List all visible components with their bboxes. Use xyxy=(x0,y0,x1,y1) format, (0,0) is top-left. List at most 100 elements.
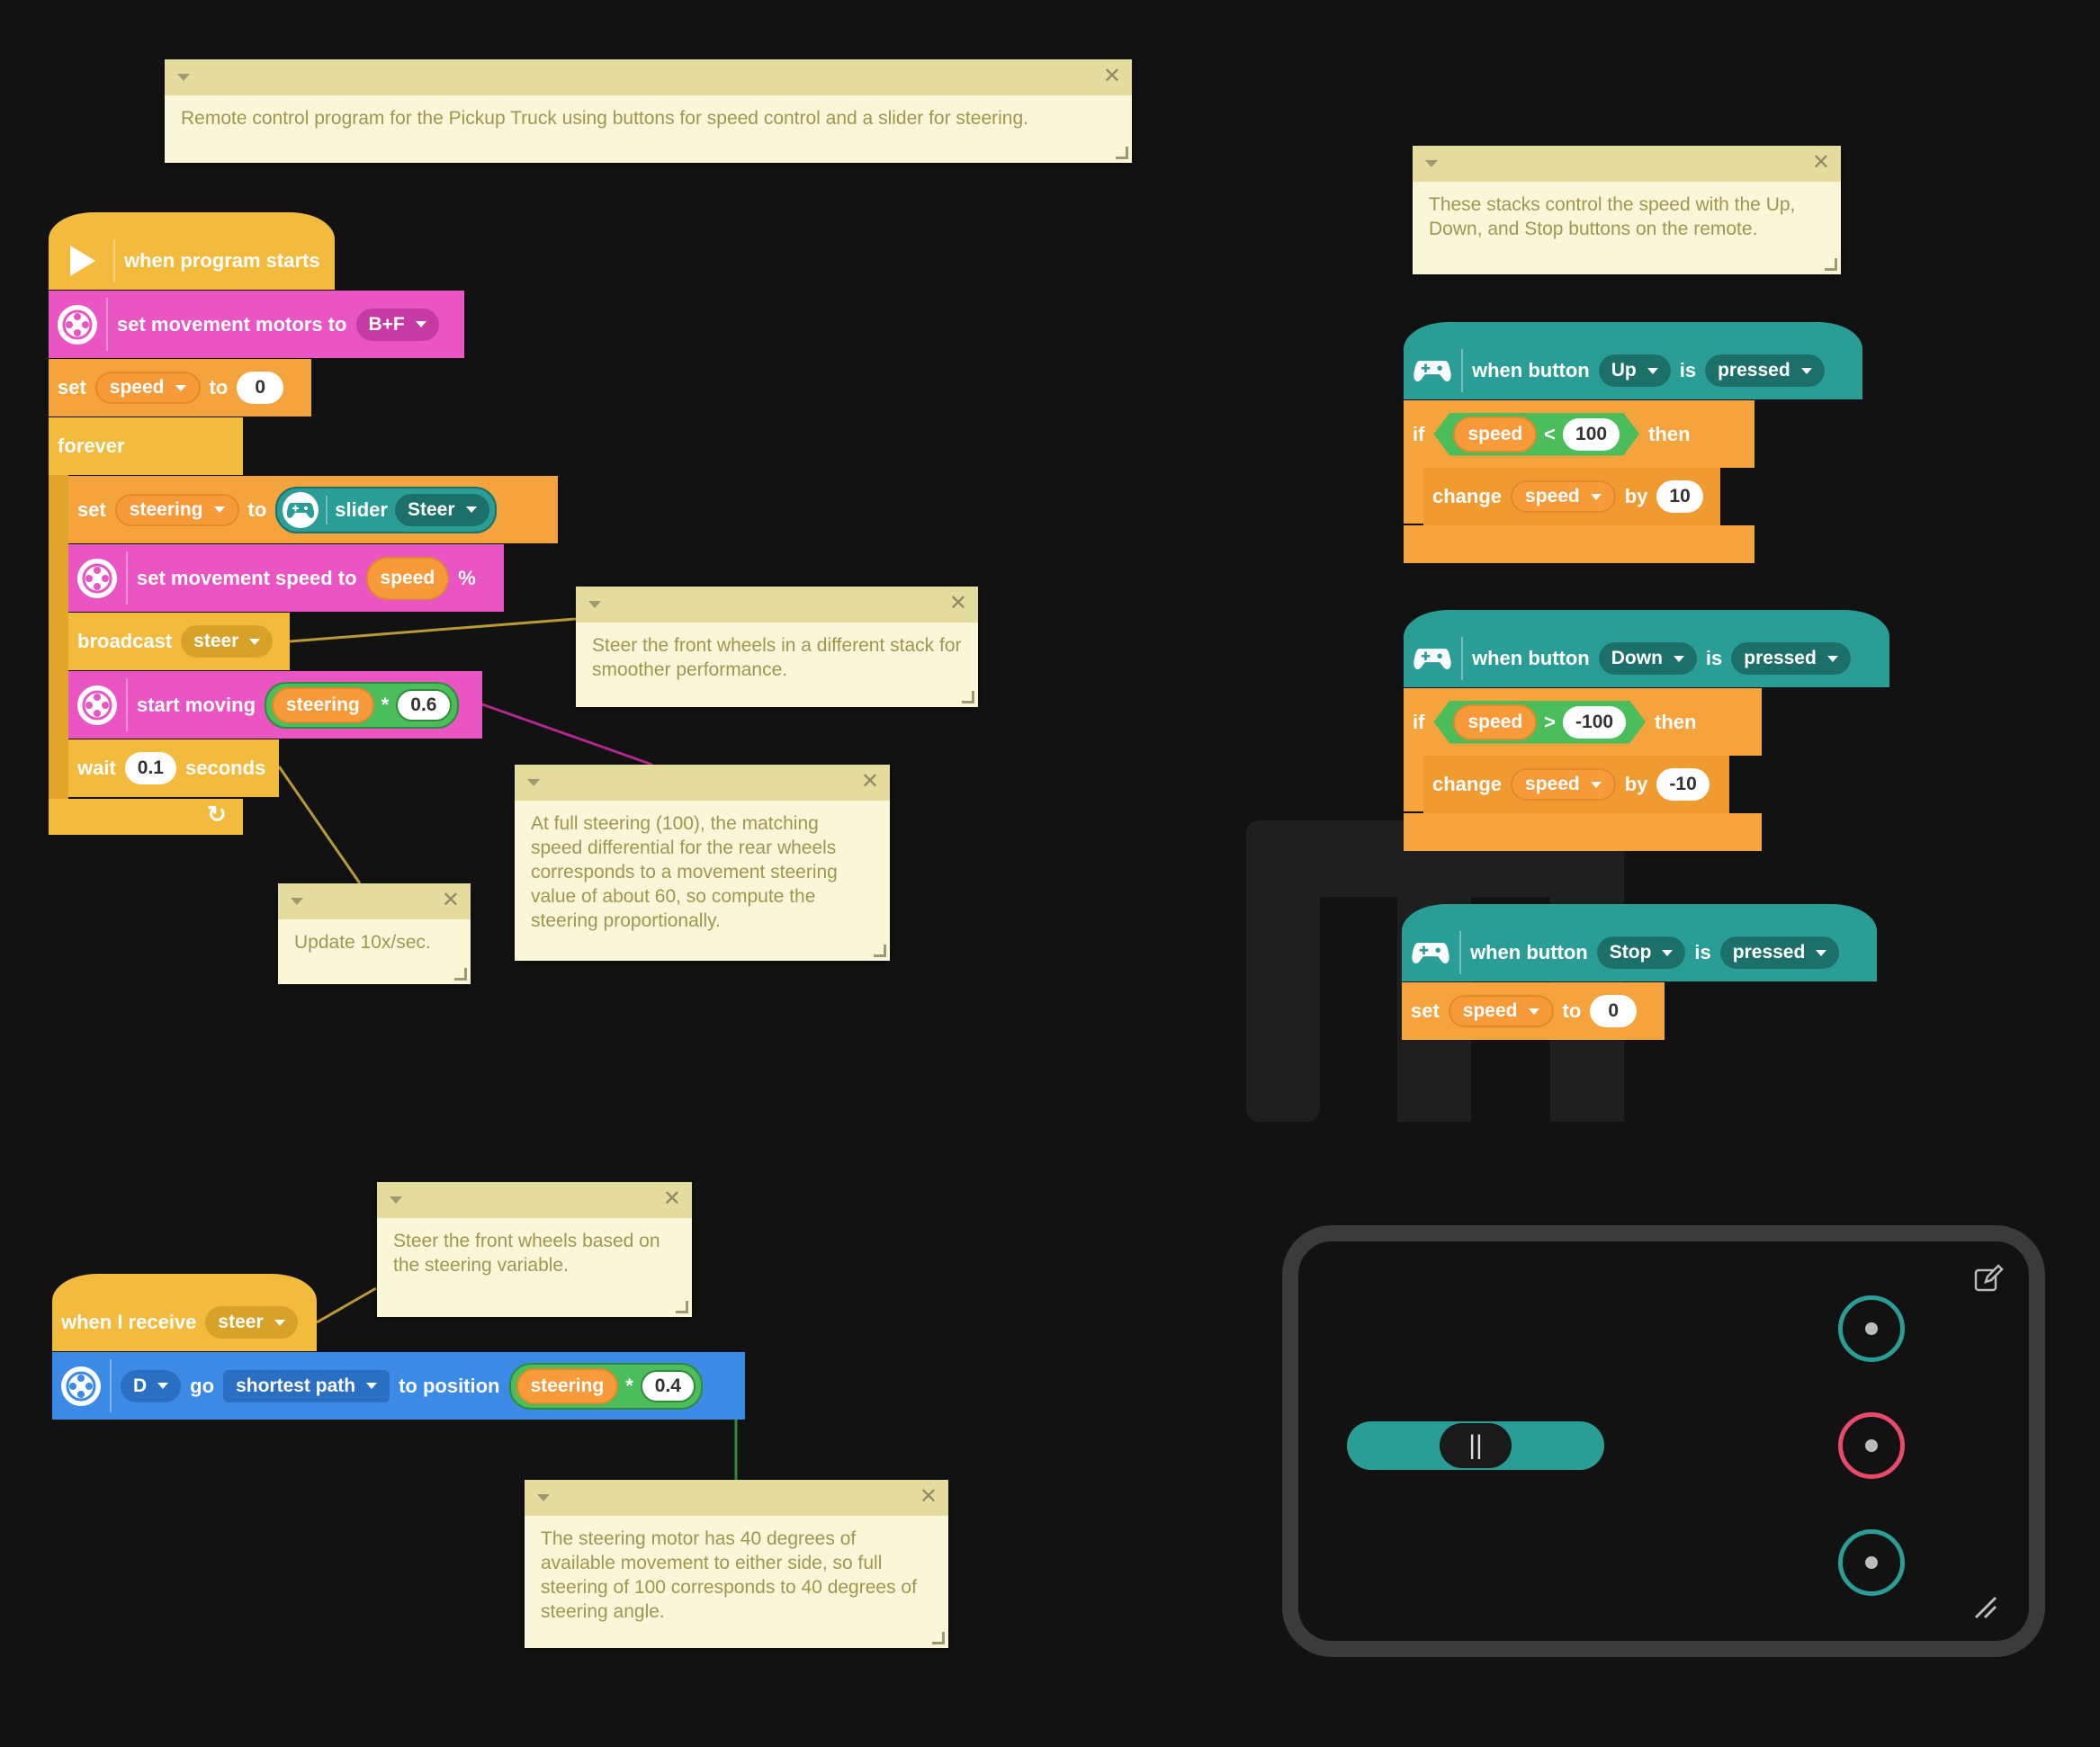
comment-speed-stacks[interactable]: ✕ These stacks control the speed with th… xyxy=(1413,146,1841,274)
multiply-operator[interactable]: steering * 0.6 xyxy=(265,681,459,729)
resize-icon[interactable] xyxy=(454,968,467,981)
resize-icon[interactable] xyxy=(874,945,886,957)
close-icon[interactable]: ✕ xyxy=(860,769,879,793)
collapse-icon[interactable] xyxy=(291,898,303,905)
resize-icon[interactable] xyxy=(1825,258,1837,271)
button-dropdown[interactable]: Up xyxy=(1598,354,1671,387)
when-button-up-block[interactable]: when button Up is pressed xyxy=(1404,322,1862,399)
resize-handle-icon[interactable] xyxy=(1972,1594,1999,1621)
when-button-stop-block[interactable]: when button Stop is pressed xyxy=(1402,904,1877,981)
resize-icon[interactable] xyxy=(1116,147,1128,159)
comment-header[interactable]: ✕ xyxy=(576,587,978,623)
button-dropdown[interactable]: Down xyxy=(1598,642,1697,675)
set-speed-block[interactable]: set speed to 0 xyxy=(49,359,311,417)
forever-block[interactable] xyxy=(49,417,243,475)
set-speed-block[interactable]: set speed to 0 xyxy=(1402,982,1665,1040)
state-dropdown[interactable]: pressed xyxy=(1731,642,1851,675)
comment-header[interactable]: ✕ xyxy=(1413,146,1841,182)
less-than-operator[interactable]: speed < 100 xyxy=(1433,413,1639,456)
delta-input[interactable]: 10 xyxy=(1656,480,1703,513)
state-dropdown[interactable]: pressed xyxy=(1719,936,1840,969)
collapse-icon[interactable] xyxy=(177,74,190,81)
when-i-receive-block[interactable]: when I receive steer xyxy=(52,1274,317,1351)
close-icon[interactable]: ✕ xyxy=(919,1484,938,1509)
when-program-starts-block[interactable]: when program starts xyxy=(49,212,335,290)
value-input[interactable]: 0 xyxy=(237,372,284,404)
close-icon[interactable]: ✕ xyxy=(1811,150,1830,175)
set-movement-motors-block[interactable]: set movement motors to B+F xyxy=(49,291,464,358)
wait-block[interactable]: wait 0.1 seconds xyxy=(68,739,279,797)
edit-icon[interactable] xyxy=(1973,1264,2004,1295)
port-dropdown[interactable]: D xyxy=(121,1369,182,1402)
variable-dropdown[interactable]: speed xyxy=(1511,768,1616,801)
remote-button-up[interactable] xyxy=(1838,1295,1905,1362)
variable-dropdown[interactable]: speed xyxy=(94,372,201,404)
steering-reporter[interactable]: steering xyxy=(516,1367,619,1404)
variable-dropdown[interactable]: speed xyxy=(1448,995,1554,1027)
comment-header[interactable]: ✕ xyxy=(278,883,471,919)
close-icon[interactable]: ✕ xyxy=(441,888,460,912)
greater-than-operator[interactable]: speed > -100 xyxy=(1433,701,1646,744)
comment-header[interactable]: ✕ xyxy=(377,1182,692,1218)
resize-icon[interactable] xyxy=(962,691,974,703)
play-icon xyxy=(70,246,95,276)
broadcast-block[interactable]: broadcast steer xyxy=(68,613,290,670)
change-speed-block[interactable]: change speed by 10 xyxy=(1423,468,1720,525)
comment-program-description[interactable]: ✕ Remote control program for the Pickup … xyxy=(165,59,1132,163)
factor-input[interactable]: 0.4 xyxy=(640,1369,696,1402)
delta-input[interactable]: -10 xyxy=(1656,768,1710,801)
limit-input[interactable]: -100 xyxy=(1563,706,1626,739)
speed-reporter[interactable]: speed xyxy=(365,556,450,600)
steering-reporter[interactable]: steering xyxy=(272,686,374,723)
factor-input[interactable]: 0.6 xyxy=(396,688,452,721)
speed-reporter[interactable]: speed xyxy=(1453,417,1537,452)
variable-dropdown[interactable]: steering xyxy=(114,493,239,526)
remote-button-down[interactable] xyxy=(1838,1529,1905,1596)
comment-header[interactable]: ✕ xyxy=(515,765,890,801)
collapse-icon[interactable] xyxy=(537,1494,550,1501)
resize-icon[interactable] xyxy=(676,1301,688,1313)
comment-steering-angle[interactable]: ✕ The steering motor has 40 degrees of a… xyxy=(525,1480,948,1648)
comment-update-rate[interactable]: ✕ Update 10x/sec. xyxy=(278,883,471,984)
close-icon[interactable]: ✕ xyxy=(948,591,967,615)
change-speed-block[interactable]: change speed by -10 xyxy=(1423,756,1729,813)
motor-go-to-position-block[interactable]: D go shortest path to position steering … xyxy=(52,1352,745,1420)
multiply-operator[interactable]: steering * 0.4 xyxy=(508,1362,703,1410)
if-block[interactable]: if speed < 100 then xyxy=(1404,400,1754,468)
comment-text: Update 10x/sec. xyxy=(294,932,431,953)
collapse-icon[interactable] xyxy=(588,601,601,608)
collapse-icon[interactable] xyxy=(390,1196,402,1204)
comment-steer-stack[interactable]: ✕ Steer the front wheels in a different … xyxy=(576,587,978,707)
remote-button-stop[interactable] xyxy=(1838,1412,1905,1479)
direction-dropdown[interactable]: shortest path xyxy=(223,1369,390,1402)
motors-dropdown[interactable]: B+F xyxy=(355,308,439,341)
set-steering-block[interactable]: set steering to slider Steer xyxy=(68,476,558,543)
slider-reporter[interactable]: slider Steer xyxy=(275,486,497,533)
slider-dropdown[interactable]: Steer xyxy=(394,493,489,526)
state-dropdown[interactable]: pressed xyxy=(1705,354,1825,387)
comment-speed-differential[interactable]: ✕ At full steering (100), the matching s… xyxy=(515,765,890,961)
speed-reporter[interactable]: speed xyxy=(1453,704,1537,740)
wait-input[interactable]: 0.1 xyxy=(124,752,176,784)
comment-header[interactable]: ✕ xyxy=(525,1480,948,1516)
comment-front-wheels[interactable]: ✕ Steer the front wheels based on the st… xyxy=(377,1182,692,1317)
limit-input[interactable]: 100 xyxy=(1563,418,1620,451)
message-dropdown[interactable]: steer xyxy=(181,625,274,658)
close-icon[interactable]: ✕ xyxy=(662,1187,681,1211)
button-dropdown[interactable]: Stop xyxy=(1596,936,1686,969)
value-input[interactable]: 0 xyxy=(1590,995,1638,1027)
steer-slider-knob[interactable]: || xyxy=(1440,1423,1512,1468)
set-movement-speed-block[interactable]: set movement speed to speed % xyxy=(68,544,504,612)
start-moving-block[interactable]: start moving steering * 0.6 xyxy=(68,671,482,739)
message-dropdown[interactable]: steer xyxy=(205,1306,298,1339)
if-block[interactable]: if speed > -100 then xyxy=(1404,688,1762,756)
comment-header[interactable]: ✕ xyxy=(165,59,1132,95)
variable-dropdown[interactable]: speed xyxy=(1511,480,1616,513)
collapse-icon[interactable] xyxy=(1425,160,1438,167)
comment-text: At full steering (100), the matching spe… xyxy=(531,813,838,931)
when-button-down-block[interactable]: when button Down is pressed xyxy=(1404,610,1889,687)
collapse-icon[interactable] xyxy=(527,779,540,786)
close-icon[interactable]: ✕ xyxy=(1102,64,1121,88)
resize-icon[interactable] xyxy=(932,1632,945,1644)
